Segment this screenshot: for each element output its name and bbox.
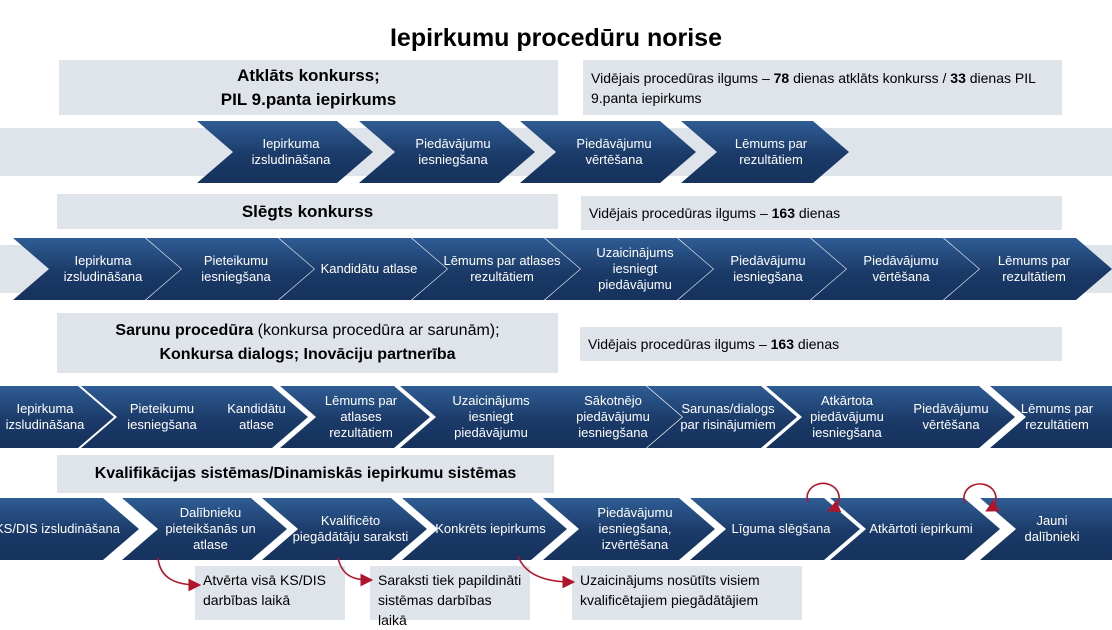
duration-text: dienas xyxy=(794,205,841,221)
step-label: Dalībnieku pieteikšanās un atlase xyxy=(165,505,256,552)
step-label: Konkrēts iepirkums xyxy=(435,521,546,536)
duration-value: 163 xyxy=(770,336,794,352)
section-4-heading: Kvalifikācijas sistēmas/Dinamiskās iepir… xyxy=(57,455,554,493)
step-label: Iepirkuma izsludināšana xyxy=(63,253,143,284)
step-label: Piedāvājumu iesniegšana xyxy=(415,136,491,167)
step-label: Lēmums par rezultātiem xyxy=(734,136,808,167)
section-1-heading: Atklāts konkurss; PIL 9.panta iepirkums xyxy=(59,60,558,115)
step-chevron: Lēmums par rezultātiem xyxy=(944,238,1112,300)
page-title: Iepirkumu procedūru norise xyxy=(389,24,722,52)
duration-value: 78 xyxy=(773,69,790,86)
section-3-duration-info: Vidējais procedūras ilgums – 163 dienas xyxy=(580,327,1062,361)
step-label: Pieteikumu iesniegšana xyxy=(201,253,271,284)
duration-text: Vidējais procedūras ilgums – xyxy=(589,205,772,221)
duration-text: Vidējais procedūras ilgums – xyxy=(588,336,771,352)
section-1-heading-line1: Atklāts konkurss; xyxy=(237,65,380,85)
step-label: Sarunas/dialogs par risinājumiem xyxy=(680,401,776,432)
note-arrow xyxy=(517,555,576,589)
step-chevron: Piedāvājumu vērtēšana xyxy=(811,238,979,300)
step-label: Lēmums par rezultātiem xyxy=(1020,401,1094,432)
step-label: Piedāvājumu vērtēšana xyxy=(576,136,652,167)
step-label: Jauni dalībnieki xyxy=(1024,513,1080,544)
step-label: KS/DIS izsludināšana xyxy=(0,521,120,536)
section-1-heading-line2: PIL 9.panta iepirkums xyxy=(220,89,397,109)
step-label: Kandidātu atlase xyxy=(227,401,286,432)
note-arrow xyxy=(337,557,374,587)
duration-text: dienas PIL 9.panta iepirkums xyxy=(591,69,1036,106)
step-label: Lēmums par rezultātiem xyxy=(997,253,1071,284)
step-label: Sākotnējo piedāvājumu iesniegšana xyxy=(576,393,650,440)
step-label: Lēmums par atlases rezultātiem xyxy=(324,393,398,440)
section-4-heading-line1: Kvalifikācijas sistēmas/Dinamiskās iepir… xyxy=(94,465,517,482)
step-label: Iepirkuma izsludināšana xyxy=(251,136,331,167)
step-label: Līguma slēgšana xyxy=(731,521,831,536)
duration-text: dienas atklāts konkurss / xyxy=(789,69,951,86)
step-label: Atkārtota piedāvājumu iesniegšana xyxy=(810,393,884,440)
step-label: Piedāvājumu vērtēšana xyxy=(863,253,939,284)
section-1-duration-info: Vidējais procedūras ilgums – 78 dienas a… xyxy=(583,60,1062,115)
step-label: Piedāvājumu vērtēšana xyxy=(913,401,989,432)
duration-value: 163 xyxy=(771,205,795,221)
note-box: Atvērta visā KS/DIS darbības laikā xyxy=(195,566,345,620)
step-label: Pieteikumu iesniegšana xyxy=(127,401,197,432)
section-2-heading: Slēgts konkurss xyxy=(57,194,558,229)
duration-text: dienas xyxy=(793,336,840,352)
duration-value: 33 xyxy=(950,69,966,86)
step-label: Uzaicinājums iesniegt piedāvājumu xyxy=(452,393,530,440)
step-label: Kandidātu atlase xyxy=(320,261,418,276)
section-3-heading: Sarunu procedūra (konkursa procedūra ar … xyxy=(57,313,558,373)
step-label: Piedāvājumu iesniegšana, izvērtēšana xyxy=(597,505,673,552)
loop-arrow-icon xyxy=(806,482,842,513)
step-chevron: Iepirkuma izsludināšana xyxy=(0,386,114,448)
step-label: Uzaicinājums iesniegt piedāvājumu xyxy=(596,245,674,292)
loop-arrow-icon xyxy=(963,483,1000,512)
step-chevron: Iepirkuma izsludināšana xyxy=(197,121,373,183)
section-3-heading-line2: Konkursa dialogs; Inovāciju partnerība xyxy=(159,346,456,363)
note-arrow xyxy=(157,557,202,592)
duration-text: Vidējais procedūras ilgums – xyxy=(591,69,774,86)
note-box: Uzaicinājums nosūtīts visiem kvalificēta… xyxy=(572,566,802,620)
step-label: Atkārtoti iepirkumi xyxy=(869,521,973,536)
note-box: Saraksti tiek papildināti sistēmas darbī… xyxy=(370,566,530,628)
step-label: Kvalificēto piegādātāju saraksti xyxy=(292,513,409,544)
step-label: Iepirkuma izsludināšana xyxy=(5,401,85,432)
step-label: Piedāvājumu iesniegšana xyxy=(730,253,806,284)
section-2-heading-line1: Slēgts konkurss xyxy=(241,201,374,221)
step-label: Lēmums par atlases rezultātiem xyxy=(443,253,561,284)
section-2-duration-info: Vidējais procedūras ilgums – 163 dienas xyxy=(581,196,1062,230)
section-3-heading-rest: (konkursa procedūra ar sarunām); xyxy=(253,322,500,339)
section-3-heading-bold: Sarunu procedūra xyxy=(115,322,254,339)
